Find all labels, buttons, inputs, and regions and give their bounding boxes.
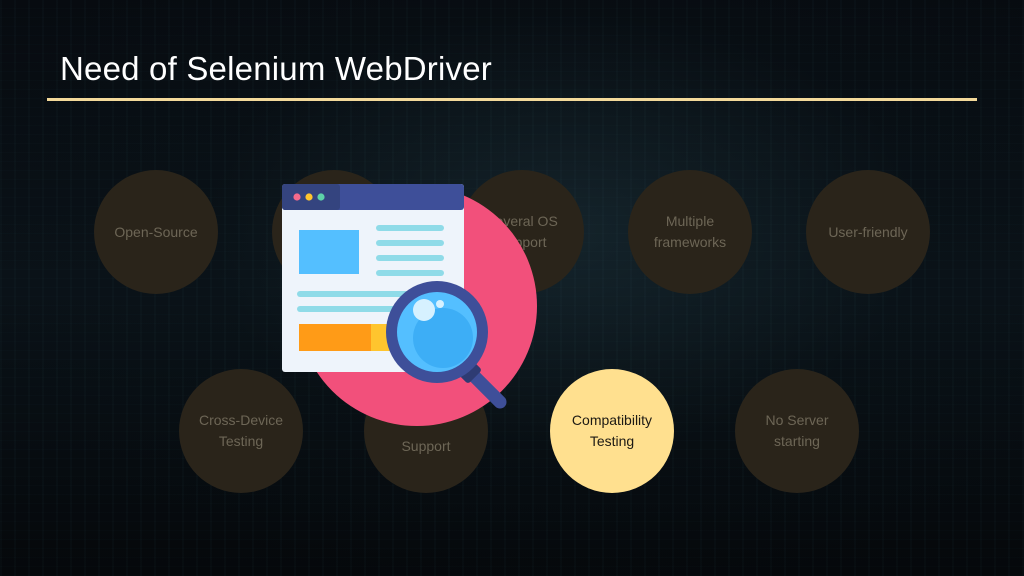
circle-multiple-frameworks[interactable]: Multiple frameworks [628, 170, 752, 294]
circle-cross-device-testing[interactable]: Cross-Device Testing [179, 369, 303, 493]
circle-label: User-friendly [828, 223, 908, 240]
circle-label: Multiple frameworks [653, 213, 727, 250]
circle-user-friendly[interactable]: User-friendly [806, 170, 930, 294]
image-block [299, 230, 359, 274]
text-line [376, 270, 444, 276]
window-dot-yellow [305, 193, 313, 201]
window-dot-red [293, 193, 301, 201]
window-dot-green [317, 193, 325, 201]
circle-compatibility-testing[interactable]: Compatibility Testing [550, 369, 674, 493]
text-line [376, 240, 444, 246]
title-underline [47, 98, 977, 101]
text-line [376, 225, 444, 231]
page-title: Need of Selenium WebDriver [60, 50, 492, 87]
circle-no-server-starting[interactable]: No Server starting [735, 369, 859, 493]
circle-label: Cross-Device Testing [198, 412, 283, 449]
circle-label: Open-Source [114, 223, 198, 240]
circle-label: Compatibility Testing [571, 412, 653, 449]
magnifier-highlight-small [436, 300, 444, 308]
circle-open-source[interactable]: Open-Source [94, 170, 218, 294]
magnifier-lens-shade [413, 308, 473, 368]
circle-label: Support [401, 437, 451, 454]
circle-label: No Server starting [765, 412, 829, 449]
browser-magnifier-icon [282, 184, 537, 426]
magnifier-highlight [413, 299, 435, 321]
text-line [297, 306, 397, 312]
text-line [376, 255, 444, 261]
